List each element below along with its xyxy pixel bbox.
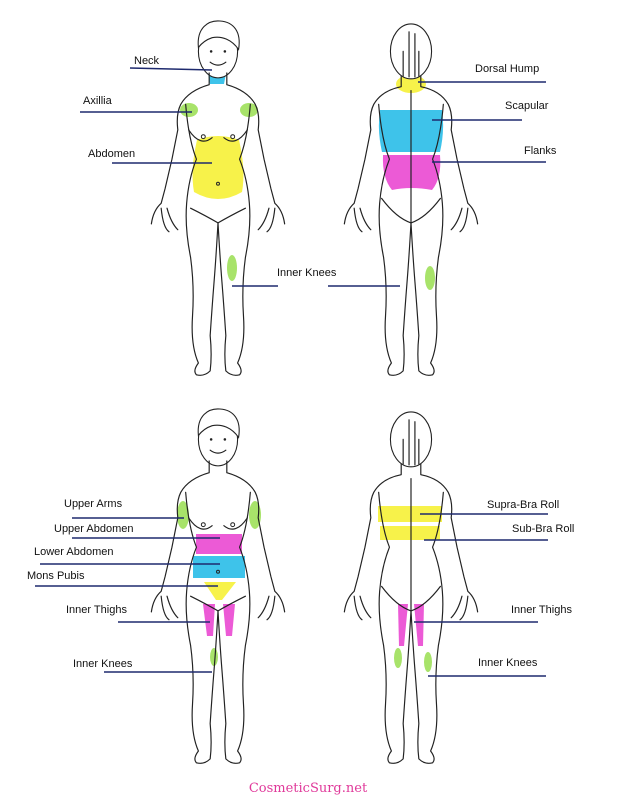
label-inner-thighs-front: Inner Thighs <box>66 604 127 616</box>
label-inner-knees-back: Inner Knees <box>478 657 538 669</box>
label-neck: Neck <box>134 55 160 67</box>
zone-lower-abdomen <box>193 556 245 578</box>
label-mons-pubis: Mons Pubis <box>27 570 85 582</box>
zone-flanks <box>382 155 441 190</box>
zone-inner-knee-back-2 <box>394 648 402 668</box>
labels: Neck Axillia Abdomen Inner Knees Dorsal … <box>27 55 574 670</box>
zone-inner-thigh-back-right <box>398 604 408 646</box>
figure-top-back <box>343 23 479 376</box>
female-body-back-icon <box>343 411 479 764</box>
zone-upper-abdomen <box>196 534 242 554</box>
figure-bottom-back <box>343 411 479 764</box>
zone-inner-thigh-back-left <box>414 604 424 646</box>
zone-inner-thigh-right <box>203 604 215 636</box>
zone-mons-pubis <box>204 582 236 600</box>
zone-abdomen <box>192 136 244 199</box>
zone-inner-thigh-left <box>223 604 235 636</box>
label-inner-thighs-back: Inner Thighs <box>511 604 572 616</box>
zone-axillia-right <box>180 103 198 117</box>
zone-supra-bra-roll <box>378 506 442 522</box>
zone-sub-bra-roll <box>380 526 440 540</box>
label-upper-abdomen: Upper Abdomen <box>54 523 134 535</box>
label-axillia: Axillia <box>83 95 113 107</box>
female-body-back-icon <box>343 23 479 376</box>
label-inner-knees-front: Inner Knees <box>73 658 133 670</box>
label-upper-arms: Upper Arms <box>64 498 123 510</box>
label-supra-bra-roll: Supra-Bra Roll <box>487 499 559 511</box>
label-abdomen: Abdomen <box>88 148 135 160</box>
leader-lines <box>35 67 548 677</box>
label-lower-abdomen: Lower Abdomen <box>34 546 114 558</box>
zone-inner-knee-back-3 <box>424 652 432 672</box>
label-sub-bra-roll: Sub-Bra Roll <box>512 523 574 535</box>
zone-upper-arm-left <box>249 501 261 529</box>
zone-upper-arm-right <box>177 501 189 529</box>
zone-inner-knee-front <box>227 255 237 281</box>
label-inner-knees: Inner Knees <box>277 267 337 279</box>
figure-top-front <box>150 20 286 376</box>
footer-site-name: CosmeticSurg.net <box>249 781 368 796</box>
label-flanks: Flanks <box>524 145 557 157</box>
zone-axillia-left <box>240 103 258 117</box>
zone-inner-knee-back <box>425 266 435 290</box>
zone-dorsal-hump <box>396 75 426 93</box>
label-dorsal-hump: Dorsal Hump <box>475 63 539 75</box>
zone-inner-knee-front-2 <box>210 648 218 666</box>
label-scapular: Scapular <box>505 100 549 112</box>
